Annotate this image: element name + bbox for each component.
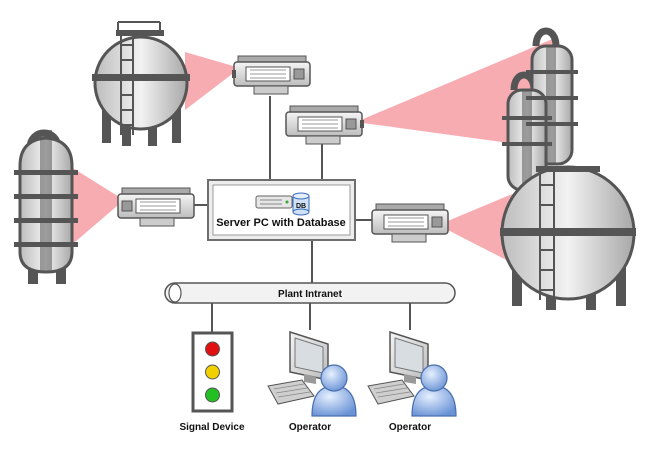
database-icon: DB	[292, 192, 310, 216]
tank-icon	[14, 129, 78, 284]
db-badge: DB	[296, 203, 306, 210]
view-cone-left	[68, 165, 124, 248]
camera-icon	[117, 187, 195, 227]
computer-icon	[267, 330, 329, 405]
tank-icon	[92, 21, 190, 146]
server-icon	[255, 195, 293, 209]
camera-icon	[232, 55, 311, 95]
operator-workstation-2	[367, 330, 457, 417]
operator-workstation-1	[267, 330, 357, 417]
user-icon	[311, 364, 357, 417]
signal-device-label: Signal Device	[179, 422, 244, 433]
tank-icon	[500, 165, 636, 310]
server-box: DB Server PC with Database	[207, 179, 356, 241]
computer-icon	[367, 330, 429, 405]
view-cone-right	[438, 190, 522, 268]
operator-label-1: Operator	[289, 422, 331, 433]
intranet-label: Plant Intranet	[278, 289, 343, 300]
camera-icon	[371, 203, 449, 243]
intranet-bus: Plant Intranet	[164, 282, 456, 304]
signal-light-red	[205, 341, 220, 357]
traffic-light-icon	[191, 331, 234, 413]
view-cone-top-left	[185, 52, 240, 110]
signal-light-yellow	[205, 364, 220, 380]
camera-icon	[285, 105, 364, 145]
user-icon	[411, 364, 457, 417]
operator-label-2: Operator	[389, 422, 431, 433]
server-label: Server PC with Database	[216, 217, 346, 229]
tank-icon	[502, 27, 578, 192]
signal-light-green	[205, 387, 220, 403]
